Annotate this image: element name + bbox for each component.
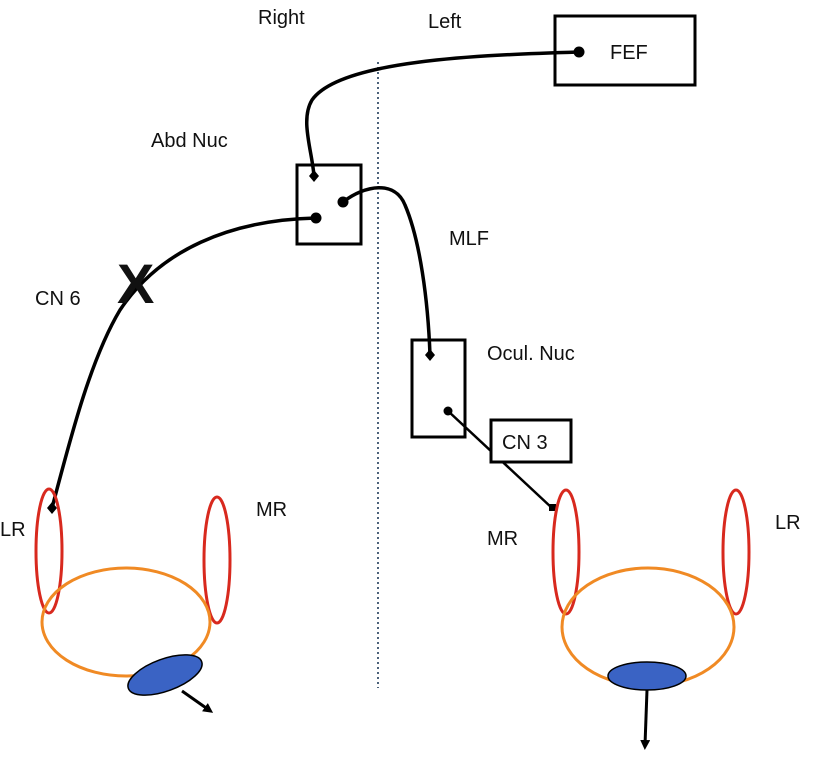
right-eye-lr-label: LR	[0, 519, 26, 541]
cn3-terminal	[549, 504, 556, 511]
left-eye-gaze-arrow	[640, 689, 651, 750]
cn6-terminal	[47, 502, 57, 514]
cn3-label: CN 3	[502, 432, 548, 454]
fef-label: FEF	[610, 42, 648, 64]
mlf-pathway	[341, 186, 432, 356]
left-eye-pupil	[607, 661, 687, 691]
fef-pathway-terminal	[309, 170, 319, 182]
left-eye-lr-label: LR	[775, 512, 801, 534]
abducens-nucleus-box	[295, 163, 363, 246]
right-eye-lateral-rectus	[34, 487, 64, 615]
oculomotor-nucleus-box	[410, 338, 467, 439]
right-eye-medial-rectus	[202, 495, 232, 625]
right-eye-gaze-arrow	[181, 689, 214, 713]
right-side-label: Right	[258, 7, 305, 29]
left-side-label: Left	[428, 11, 462, 33]
left-eye	[551, 488, 751, 750]
fef-box	[553, 14, 697, 87]
right-eye	[34, 487, 232, 713]
abd-nuc-label: Abd Nuc	[151, 130, 228, 152]
left-eye-mr-label: MR	[487, 528, 518, 550]
right-eye-globe	[40, 566, 212, 678]
cn6-lesion-marker: X	[117, 252, 154, 315]
fef-to-abducens-pathway	[305, 50, 580, 177]
ocul-nuc-label: Ocul. Nuc	[487, 343, 575, 365]
mlf-terminal	[425, 349, 435, 361]
left-eye-medial-rectus	[551, 488, 581, 616]
cn6-nerve	[50, 216, 317, 509]
left-eye-lateral-rectus	[721, 488, 751, 616]
cn6-label: CN 6	[35, 288, 81, 310]
cn3-label-box	[489, 418, 573, 464]
mlf-label: MLF	[449, 228, 489, 250]
right-eye-pupil	[127, 654, 203, 696]
right-eye-mr-label: MR	[256, 499, 287, 521]
